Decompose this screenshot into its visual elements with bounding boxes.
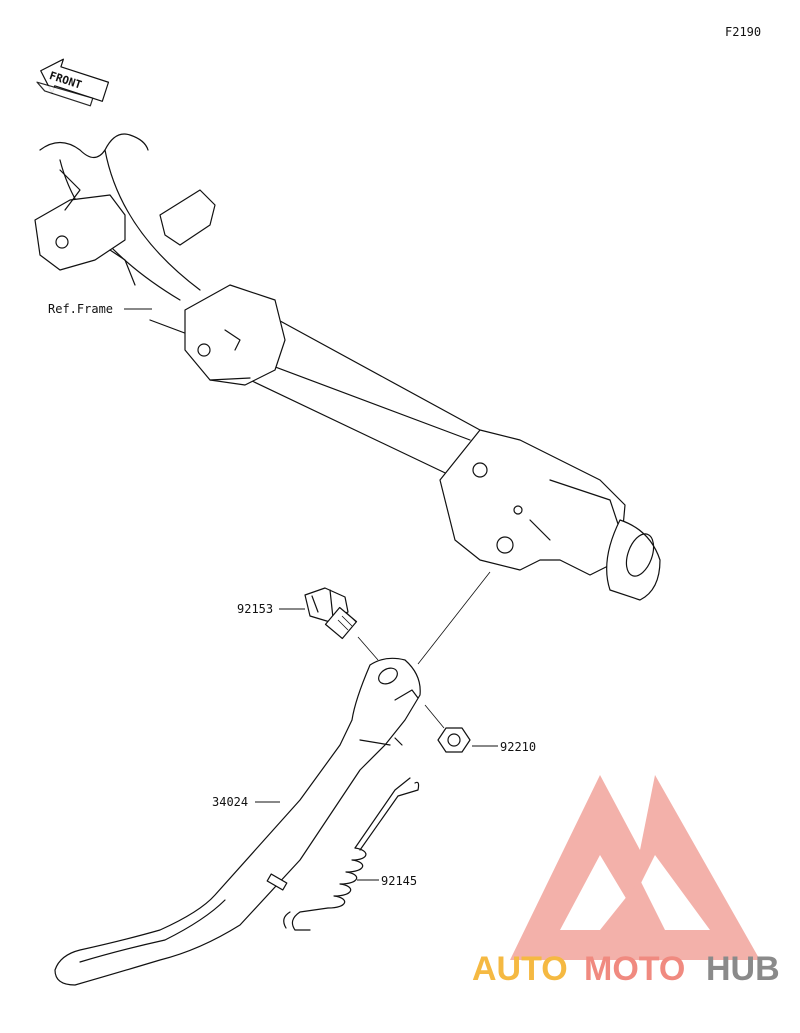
part-number-92210: 92210 (500, 740, 536, 754)
nut-part (437, 727, 471, 753)
side-stand-part (54, 657, 421, 986)
bolt-part (304, 587, 358, 640)
front-arrow-icon: FRONT (36, 58, 110, 107)
watermark-moto: MOTO (584, 950, 685, 988)
watermark-logo (510, 775, 760, 960)
watermark-hub: HUB (706, 950, 780, 988)
frame (34, 133, 661, 601)
ref-frame-label: Ref.Frame (48, 302, 113, 316)
watermark-text: AUTO MOTO HUB (472, 950, 780, 988)
mount-axis-line (417, 571, 491, 665)
part-number-92153: 92153 (237, 602, 273, 616)
watermark-auto: AUTO (472, 950, 568, 988)
nut-axis-line (424, 704, 445, 729)
spring-part (283, 777, 420, 931)
bolt-axis-line (357, 636, 379, 661)
part-number-92145: 92145 (381, 874, 417, 888)
figure-code: F2190 (725, 25, 761, 39)
part-number-34024: 34024 (212, 795, 248, 809)
